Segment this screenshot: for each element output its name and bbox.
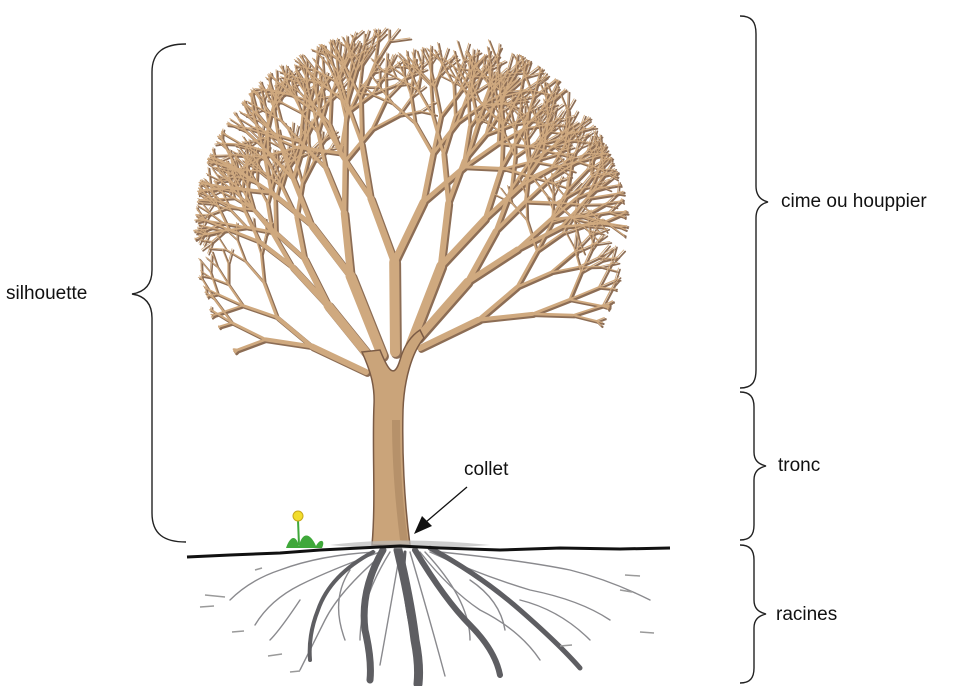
branch-shadow [608, 309, 609, 311]
branch-shadow [240, 341, 268, 351]
branch [245, 100, 246, 104]
branch [208, 162, 209, 163]
branch-shadow [332, 41, 333, 61]
branch-shadow [591, 129, 597, 130]
branch [464, 167, 504, 169]
branch-shadow [626, 231, 627, 232]
fine-roots [230, 552, 650, 676]
branch-shadow [574, 307, 604, 317]
flower-icon [286, 511, 323, 548]
branch [225, 134, 243, 144]
cime-bracket [740, 16, 768, 388]
branch [371, 199, 394, 262]
branch [625, 229, 626, 230]
branch [608, 212, 623, 213]
branch-shadow [210, 249, 228, 250]
branch [275, 202, 276, 233]
branch-shadow [610, 308, 611, 309]
soil-dashes [200, 568, 654, 672]
racines-label: racines [776, 604, 837, 625]
racines-bracket [740, 545, 766, 683]
branch [330, 94, 331, 125]
branch [394, 202, 423, 262]
branch [312, 346, 366, 372]
branch-shadow [212, 256, 213, 274]
branch-shadow [208, 297, 210, 298]
main-roots [310, 548, 580, 684]
branch-shadow [603, 324, 604, 325]
branch [326, 168, 345, 213]
branch [232, 323, 266, 340]
branch [611, 164, 613, 165]
branch [208, 158, 209, 159]
root [420, 552, 540, 660]
root [339, 570, 350, 640]
branch-shadow [209, 163, 210, 164]
branch [602, 322, 603, 323]
branch [394, 262, 395, 352]
branch [207, 295, 209, 296]
branch-shadow [614, 290, 617, 291]
root [380, 552, 400, 665]
collet-label: collet [464, 459, 509, 480]
branch [526, 196, 527, 220]
branch [524, 121, 525, 142]
branch [608, 307, 609, 308]
root [270, 600, 300, 640]
branch [242, 170, 262, 171]
branch-shadow [612, 166, 614, 167]
branch [330, 40, 331, 60]
collet-arrow [414, 487, 467, 534]
root [470, 580, 505, 630]
branch [344, 161, 345, 213]
branch [525, 202, 556, 203]
branch-shadow [616, 177, 619, 178]
branch [370, 74, 379, 87]
silhouette-bracket [132, 44, 186, 542]
branch [415, 123, 433, 154]
tree-crown-branches [194, 28, 628, 372]
branch [533, 299, 570, 314]
tronc-bracket [740, 392, 766, 540]
branch [533, 314, 573, 315]
branch [501, 125, 503, 168]
branch [492, 88, 493, 110]
branch [569, 110, 570, 125]
tronc-label: tronc [778, 455, 820, 476]
branch [194, 230, 195, 231]
silhouette-label: silhouette [6, 283, 87, 304]
cime-label: cime ou houppier [781, 191, 927, 212]
root [230, 552, 375, 600]
branch [361, 98, 362, 144]
branch [618, 193, 623, 194]
